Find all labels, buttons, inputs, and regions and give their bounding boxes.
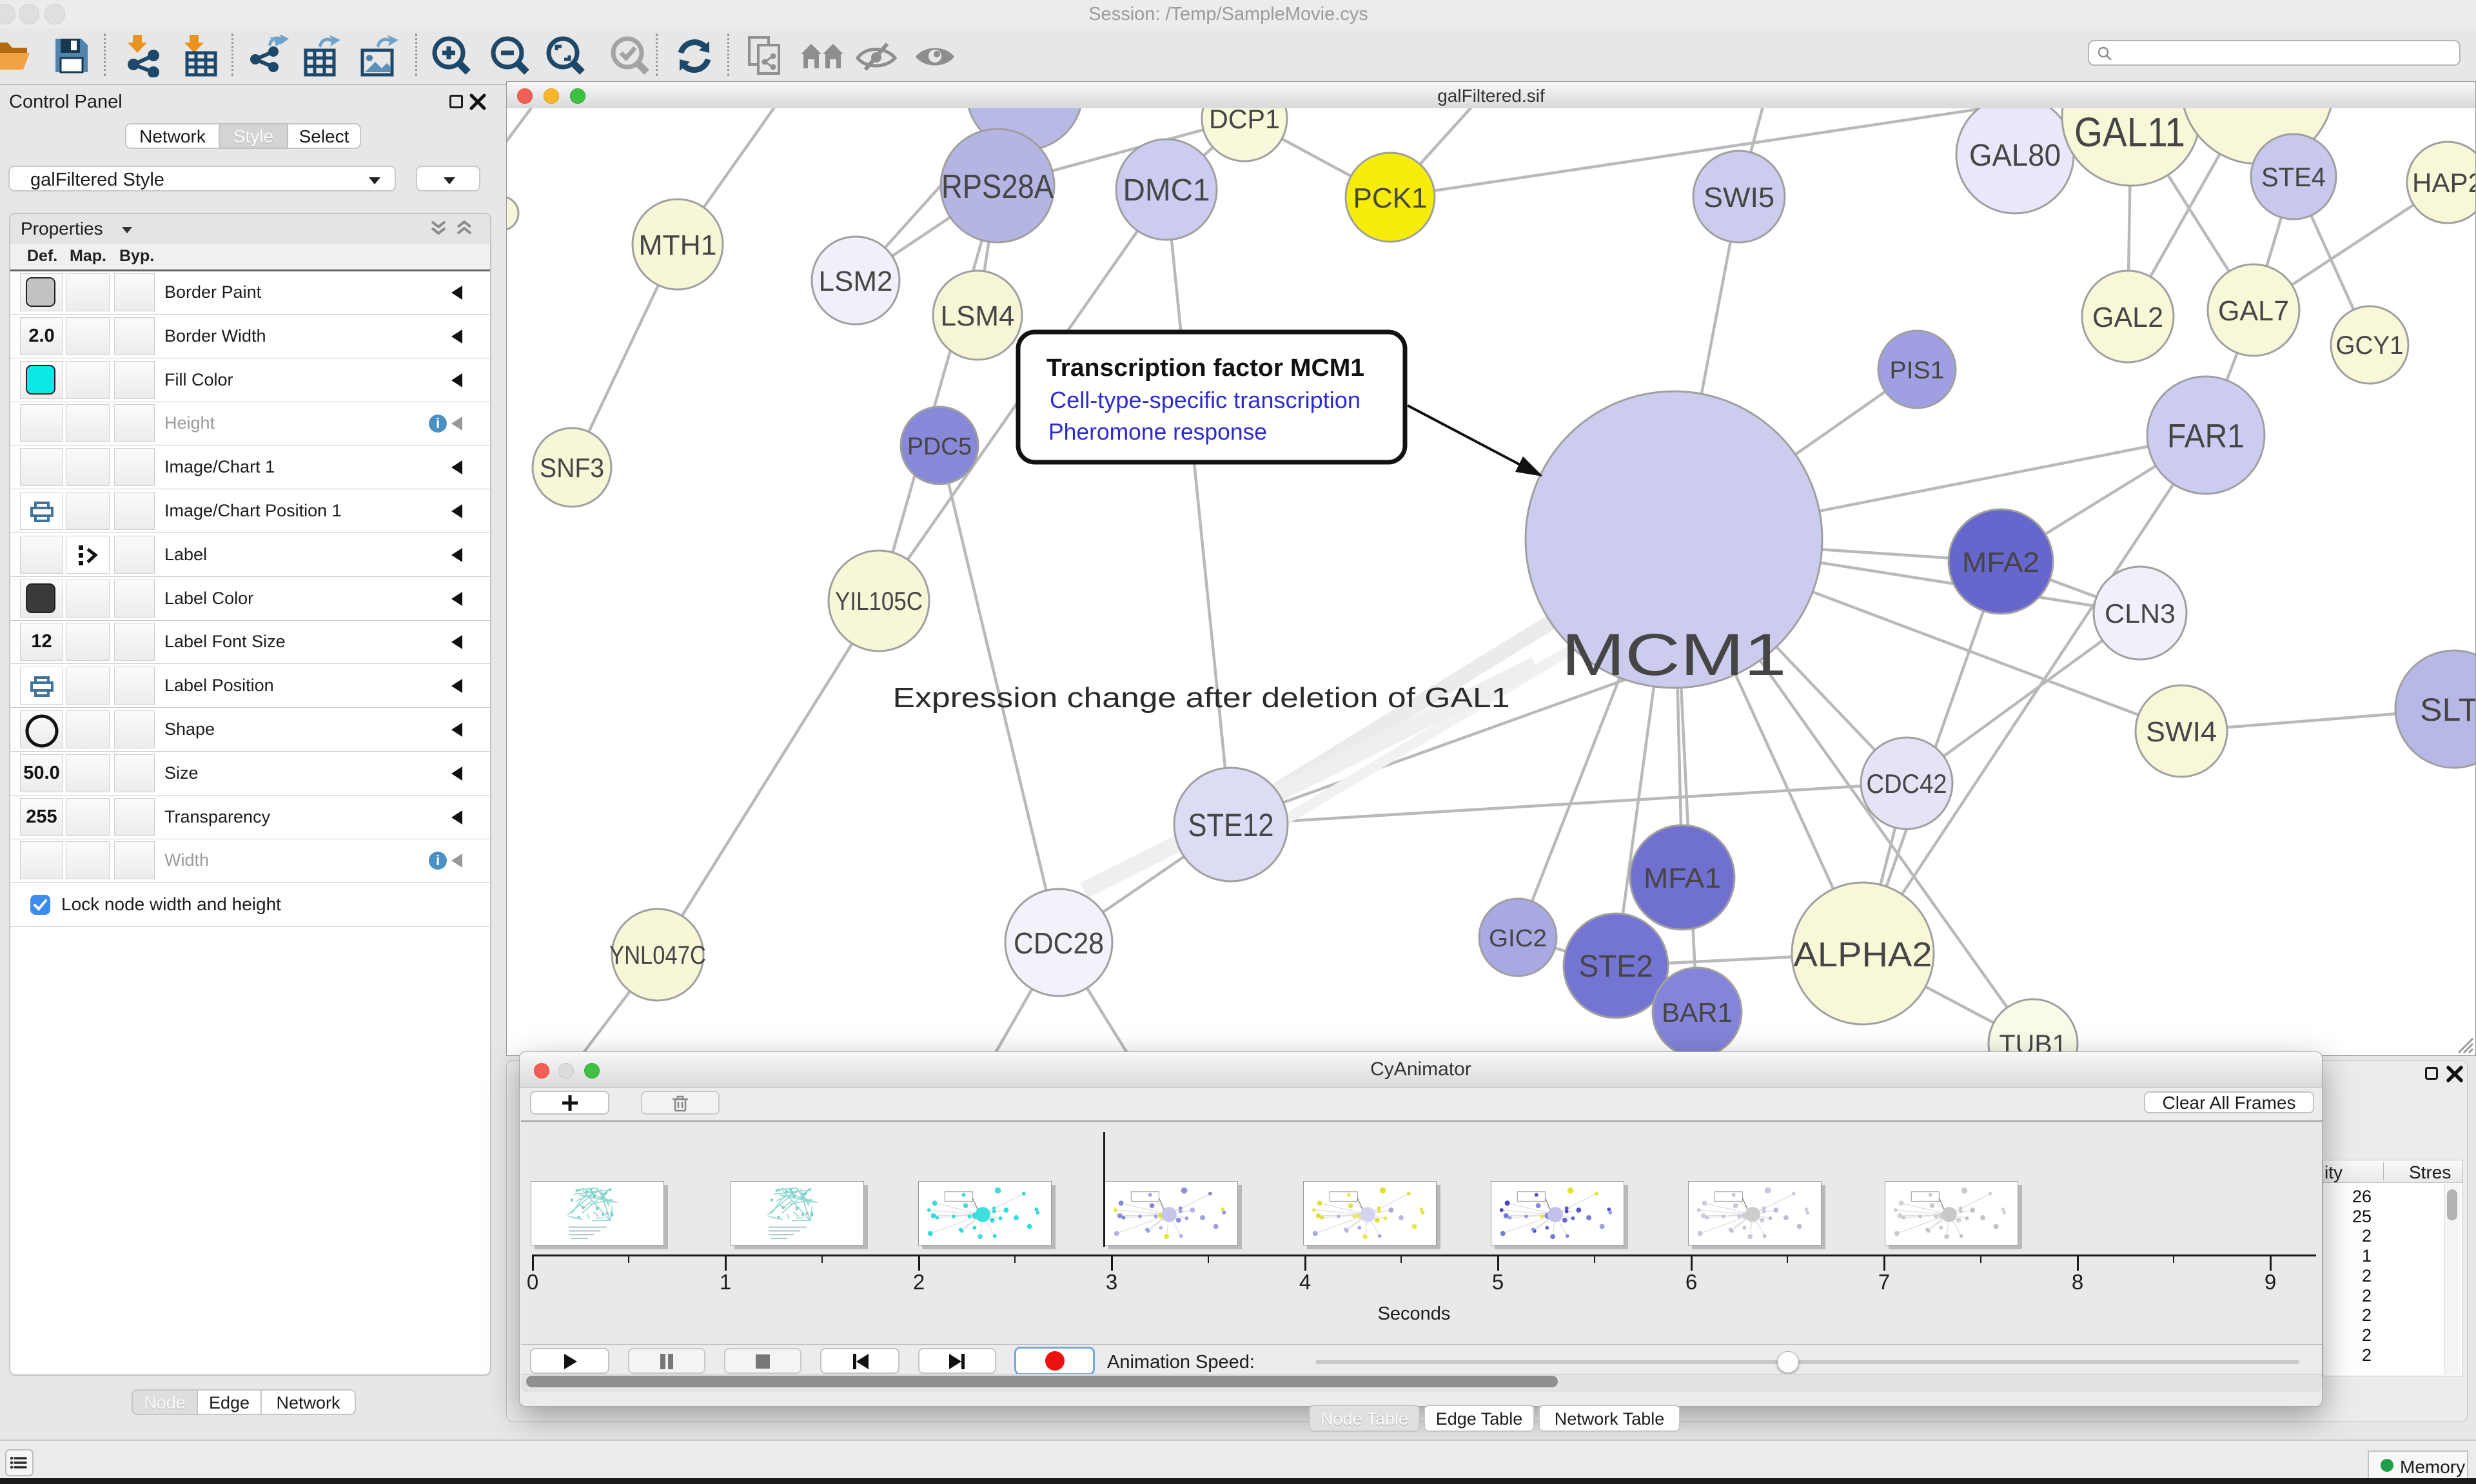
svg-text:PCK1: PCK1 xyxy=(1353,182,1428,214)
svg-text:DCP1: DCP1 xyxy=(1209,108,1280,134)
svg-text:GAL7: GAL7 xyxy=(2218,295,2289,327)
svg-text:MFA1: MFA1 xyxy=(1644,863,1721,894)
svg-text:GAL11: GAL11 xyxy=(2074,109,2185,155)
svg-text:ALPHA2: ALPHA2 xyxy=(1794,935,1932,974)
svg-text:HAP2: HAP2 xyxy=(2412,168,2475,198)
svg-text:SNF3: SNF3 xyxy=(540,453,604,483)
svg-text:YNL047C: YNL047C xyxy=(609,941,706,970)
svg-text:CDC28: CDC28 xyxy=(1014,926,1104,960)
svg-text:FAR1: FAR1 xyxy=(2167,418,2245,455)
svg-text:MTH1: MTH1 xyxy=(639,229,717,261)
svg-text:STE2: STE2 xyxy=(1579,950,1653,984)
svg-text:SLT2: SLT2 xyxy=(2420,692,2475,728)
svg-text:PIS1: PIS1 xyxy=(1890,357,1945,384)
svg-text:SWI4: SWI4 xyxy=(2146,716,2217,748)
svg-text:STE4: STE4 xyxy=(2261,162,2326,192)
svg-text:SWI5: SWI5 xyxy=(1704,182,1774,213)
svg-text:GAL2: GAL2 xyxy=(2092,302,2163,333)
svg-text:Cell-type-specific transcripti: Cell-type-specific transcription xyxy=(1050,387,1361,413)
svg-text:RPS28A: RPS28A xyxy=(941,168,1054,206)
svg-text:Pheromone response: Pheromone response xyxy=(1048,418,1267,445)
svg-text:MCM1: MCM1 xyxy=(1562,622,1787,688)
svg-text:GCY1: GCY1 xyxy=(2336,331,2404,360)
svg-text:GAL80: GAL80 xyxy=(1969,139,2061,173)
svg-text:CLN3: CLN3 xyxy=(2105,598,2176,629)
svg-text:Expression change after deleti: Expression change after deletion of GAL1 xyxy=(893,682,1510,714)
svg-text:YIL105C: YIL105C xyxy=(835,587,923,616)
svg-text:LSM2: LSM2 xyxy=(819,266,893,297)
svg-text:PDC5: PDC5 xyxy=(907,433,972,460)
svg-text:BAR1: BAR1 xyxy=(1662,997,1733,1028)
svg-text:CDC42: CDC42 xyxy=(1867,768,1947,799)
svg-text:STE12: STE12 xyxy=(1188,807,1274,843)
svg-text:MFA2: MFA2 xyxy=(1962,547,2039,578)
svg-text:DMC1: DMC1 xyxy=(1123,173,1210,208)
svg-text:Transcription factor MCM1: Transcription factor MCM1 xyxy=(1046,355,1364,382)
svg-text:GIC2: GIC2 xyxy=(1489,925,1547,952)
svg-text:TUB1: TUB1 xyxy=(1999,1029,2067,1055)
svg-text:LSM4: LSM4 xyxy=(941,300,1015,332)
